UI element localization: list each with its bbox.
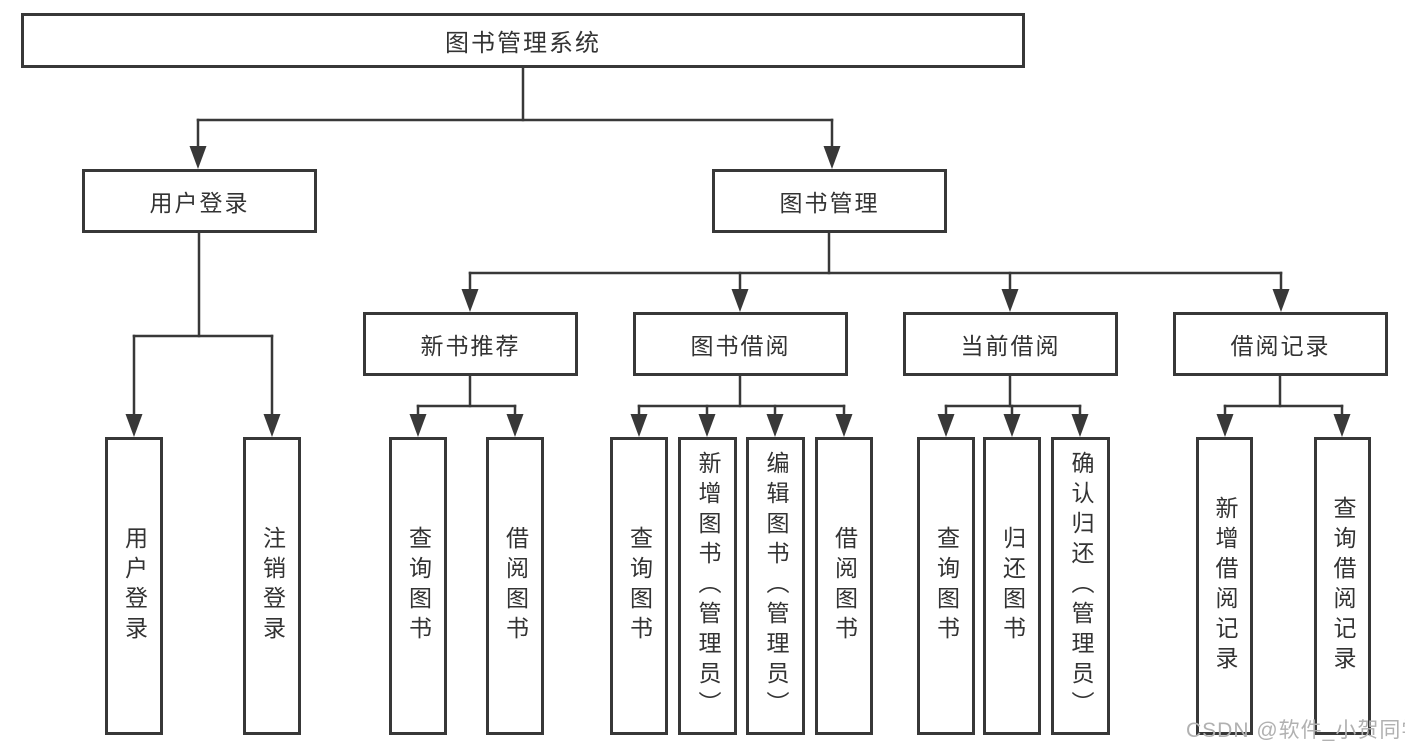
arrowhead-icon xyxy=(1071,414,1089,437)
node-leaf-search-books-rec: 查询图书 xyxy=(389,437,447,735)
arrowhead-icon xyxy=(1003,414,1021,437)
node-leaf-search-books-borrow: 查询图书 xyxy=(610,437,668,735)
node-label-leaf-add-borrow-record: 新增借阅记录 xyxy=(1212,496,1238,676)
node-leaf-user-login: 用户登录 xyxy=(105,437,163,735)
node-label-leaf-return-books: 归还图书 xyxy=(999,526,1026,646)
node-label-leaf-search-borrow-record: 查询借阅记录 xyxy=(1330,496,1356,676)
node-leaf-return-books: 归还图书 xyxy=(983,437,1041,735)
node-new-book-recommend: 新书推荐 xyxy=(363,312,578,376)
node-system-root: 图书管理系统 xyxy=(21,13,1025,68)
arrowhead-icon xyxy=(698,414,716,437)
node-label-leaf-confirm-return: 确认归还（管理员） xyxy=(1068,451,1094,721)
arrowhead-icon xyxy=(731,289,749,312)
arrowhead-icon xyxy=(461,289,479,312)
node-label-leaf-search-books-rec: 查询图书 xyxy=(405,526,432,646)
node-label-leaf-search-books-borrow: 查询图书 xyxy=(626,526,653,646)
node-label-leaf-search-books-cur: 查询图书 xyxy=(933,526,960,646)
node-label-system-root: 图书管理系统 xyxy=(445,30,601,57)
arrowhead-icon xyxy=(630,414,648,437)
arrowhead-icon xyxy=(937,414,955,437)
node-leaf-edit-books-admin: 编辑图书（管理员） xyxy=(746,437,805,735)
arrowhead-icon xyxy=(1333,414,1351,437)
node-book-borrowing: 图书借阅 xyxy=(633,312,848,376)
node-leaf-search-books-cur: 查询图书 xyxy=(917,437,975,735)
arrowhead-icon xyxy=(1001,289,1019,312)
node-label-new-book-recommend: 新书推荐 xyxy=(420,333,521,359)
node-leaf-confirm-return: 确认归还（管理员） xyxy=(1051,437,1110,735)
arrowhead-icon xyxy=(189,146,207,169)
node-label-user-login: 用户登录 xyxy=(149,190,250,216)
arrowhead-icon xyxy=(263,414,281,437)
node-borrowing-records: 借阅记录 xyxy=(1173,312,1388,376)
node-book-management: 图书管理 xyxy=(712,169,947,233)
node-label-book-borrowing: 图书借阅 xyxy=(690,333,791,359)
arrowhead-icon xyxy=(1216,414,1234,437)
node-leaf-search-borrow-record: 查询借阅记录 xyxy=(1314,437,1371,735)
node-label-leaf-edit-books-admin: 编辑图书（管理员） xyxy=(763,451,789,721)
arrowhead-icon xyxy=(125,414,143,437)
node-label-leaf-logout: 注销登录 xyxy=(259,526,286,646)
node-label-leaf-borrow-books: 借阅图书 xyxy=(831,526,858,646)
node-user-login: 用户登录 xyxy=(82,169,317,233)
node-label-leaf-borrow-books-rec: 借阅图书 xyxy=(502,526,529,646)
node-label-leaf-user-login: 用户登录 xyxy=(121,526,148,646)
node-label-borrowing-records: 借阅记录 xyxy=(1230,333,1331,359)
arrowhead-icon xyxy=(766,414,784,437)
node-current-borrowing: 当前借阅 xyxy=(903,312,1118,376)
node-leaf-borrow-books: 借阅图书 xyxy=(815,437,873,735)
node-label-current-borrowing: 当前借阅 xyxy=(960,333,1061,359)
csdn-watermark: CSDN @软件_小贺同学 xyxy=(1186,719,1405,742)
arrowhead-icon xyxy=(835,414,853,437)
arrowhead-icon xyxy=(409,414,427,437)
node-leaf-logout: 注销登录 xyxy=(243,437,301,735)
arrowhead-icon xyxy=(1272,289,1290,312)
node-leaf-borrow-books-rec: 借阅图书 xyxy=(486,437,544,735)
arrowhead-icon xyxy=(823,146,841,169)
node-leaf-add-books-admin: 新增图书（管理员） xyxy=(678,437,737,735)
node-label-leaf-add-books-admin: 新增图书（管理员） xyxy=(695,451,721,721)
arrowhead-icon xyxy=(506,414,524,437)
node-leaf-add-borrow-record: 新增借阅记录 xyxy=(1196,437,1253,735)
node-label-book-management: 图书管理 xyxy=(779,190,880,216)
